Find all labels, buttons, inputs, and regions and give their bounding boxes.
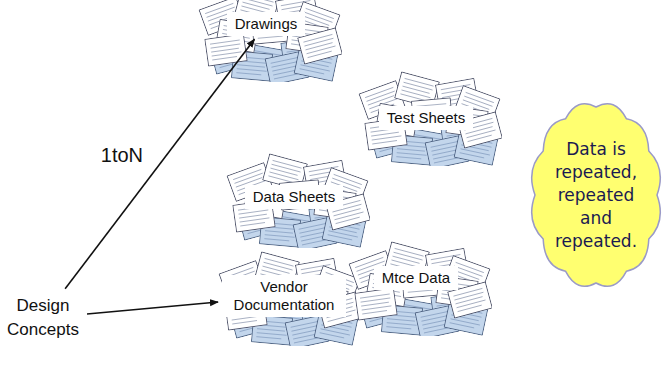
- node-text: Test Sheets: [387, 109, 465, 127]
- callout-cloud: Data is repeated, repeated and repeated.: [525, 97, 667, 293]
- node-text: Design Concepts: [5, 294, 81, 342]
- arrow-connector: [87, 302, 218, 314]
- stack-label: Mtce Data: [374, 266, 458, 290]
- stack-label: Vendor Documentation: [222, 275, 346, 317]
- arrow-connector: [65, 39, 254, 289]
- node-text: Mtce Data: [382, 269, 450, 287]
- node-text: Data is repeated, repeated and repeated.: [546, 138, 646, 253]
- node-text: Vendor Documentation: [230, 278, 338, 314]
- source-label: Design Concepts: [3, 292, 83, 344]
- node-text: Drawings: [235, 15, 298, 33]
- stack-label: Data Sheets: [245, 185, 344, 209]
- stack-label: Drawings: [227, 12, 306, 36]
- node-text: Data Sheets: [253, 188, 336, 206]
- edge-label: 1toN: [99, 143, 145, 167]
- stack-label: Test Sheets: [379, 106, 473, 130]
